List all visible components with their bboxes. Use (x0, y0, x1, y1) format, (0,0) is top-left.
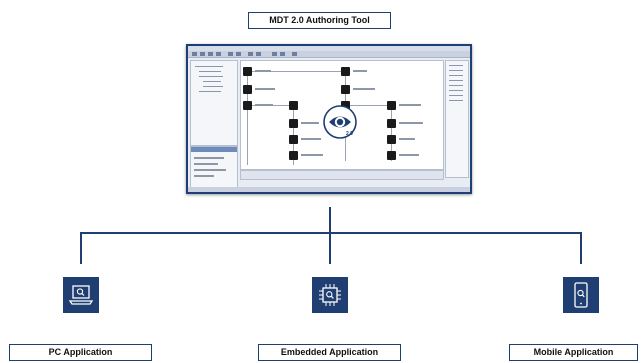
mobile-application-label: Mobile Application (509, 344, 638, 361)
connector-pc (80, 232, 82, 264)
logo-version-badge: 2.0 (346, 131, 353, 137)
chip-search-icon (319, 284, 341, 306)
connector-embedded (329, 232, 331, 264)
pc-application-icon (63, 277, 99, 313)
screenshot-properties-panel (190, 146, 238, 188)
pc-application-label: PC Application (9, 344, 152, 361)
screenshot-menubar (188, 46, 470, 51)
tool-title: MDT 2.0 Authoring Tool (248, 12, 391, 29)
screenshot-tree-panel (190, 60, 238, 146)
screenshot-output-panel (240, 170, 444, 180)
connector-trunk (329, 207, 331, 233)
screenshot-toolbox-panel (445, 60, 469, 178)
connector-horizontal (80, 232, 582, 234)
embedded-application-label: Embedded Application (258, 344, 401, 361)
authoring-tool-screenshot: 2.0 (186, 44, 472, 194)
screenshot-window: 2.0 (188, 46, 470, 192)
screenshot-toolbar (188, 51, 470, 58)
connector-mobile (580, 232, 582, 264)
laptop-search-icon (68, 285, 94, 305)
mobile-application-icon (563, 277, 599, 313)
screenshot-flow-canvas: 2.0 (240, 60, 444, 170)
phone-search-icon (574, 282, 588, 308)
embedded-application-icon (312, 277, 348, 313)
screenshot-statusbar (188, 187, 470, 192)
mdt-eye-logo-icon: 2.0 (323, 105, 357, 139)
